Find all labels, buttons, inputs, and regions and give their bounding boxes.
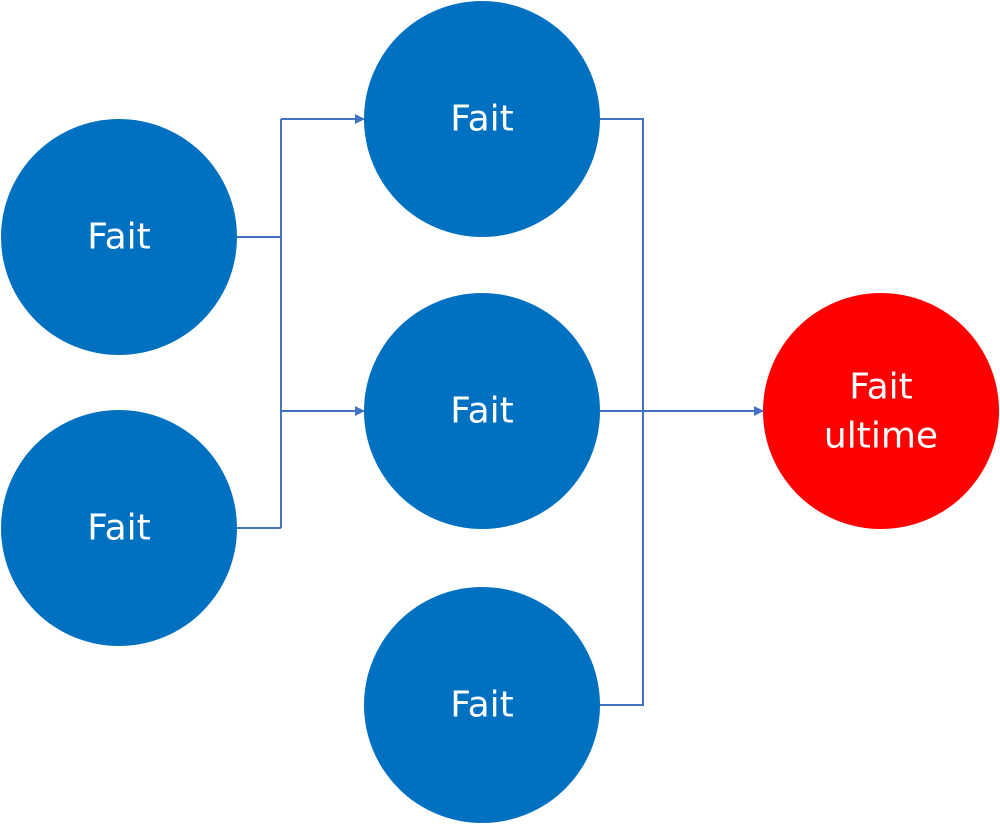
node-label: Fait — [87, 217, 151, 258]
node-circle — [1, 119, 237, 355]
connectors — [237, 114, 764, 706]
node-label: Fait — [450, 99, 514, 140]
node-middle-center: Fait — [364, 293, 600, 529]
node-label-line2: ultime — [824, 416, 938, 457]
node-middle-top: Fait — [364, 1, 600, 237]
node-circle — [364, 1, 600, 237]
node-middle-bottom: Fait — [364, 587, 600, 823]
node-circle — [364, 293, 600, 529]
node-label: Fait — [450, 685, 514, 726]
node-label: Fait — [87, 508, 151, 549]
node-final: Fait ultime — [763, 293, 999, 529]
node-label-line1: Fait — [849, 367, 913, 408]
node-circle-final — [763, 293, 999, 529]
node-circle — [364, 587, 600, 823]
node-circle — [1, 410, 237, 646]
node-left-bottom: Fait — [1, 410, 237, 646]
node-label: Fait — [450, 391, 514, 432]
node-left-top: Fait — [1, 119, 237, 355]
